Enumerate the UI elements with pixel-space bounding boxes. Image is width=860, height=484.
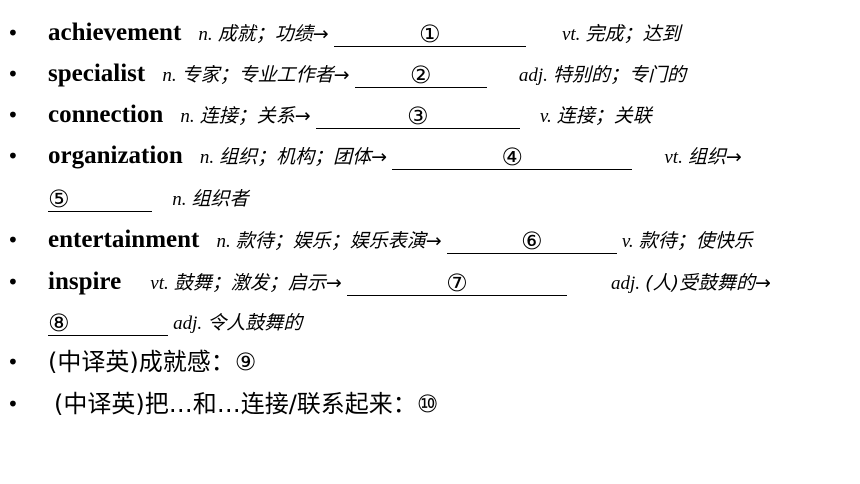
definition: 鼓舞；激发；启示→	[173, 272, 342, 294]
definition: 组织者	[191, 188, 249, 210]
vocab-word: organization	[48, 142, 183, 169]
bullet: •	[7, 350, 19, 374]
vocab-word: specialist	[48, 60, 146, 87]
part-of-speech: vt.	[561, 24, 581, 45]
part-of-speech: n.	[180, 106, 195, 127]
part-of-speech: n.	[198, 24, 213, 45]
answer-blank: ③	[315, 104, 520, 129]
vocab-word: connection	[48, 101, 164, 128]
definition: 完成；达到	[585, 23, 681, 45]
bullet: •	[7, 103, 19, 127]
definition: 款待；娱乐；娱乐表演→	[235, 230, 442, 252]
answer-blank: ①	[333, 22, 526, 47]
part-of-speech: vt.	[664, 147, 683, 168]
definition: 款待；使快乐	[638, 230, 753, 252]
definition: (人)受鼓舞的→	[645, 272, 771, 294]
vocab-word: achievement	[48, 19, 182, 46]
bullet: •	[7, 144, 19, 168]
part-of-speech: adj.	[173, 313, 203, 334]
answer-blank: ⑥	[446, 229, 617, 254]
definition: 组织；机构；团体→	[219, 146, 388, 168]
part-of-speech: n.	[172, 189, 187, 210]
part-of-speech: v.	[621, 231, 634, 252]
answer-blank: ②	[354, 63, 487, 88]
definition: 特别的；专门的	[552, 64, 686, 86]
translation-prompt: (中译英)成就感：⑨	[48, 348, 257, 376]
definition: 专家；专业工作者→	[181, 64, 350, 86]
bullet: •	[7, 21, 19, 45]
bullet: •	[7, 392, 19, 416]
definition: 组织→	[687, 146, 742, 168]
bullet: •	[7, 62, 19, 86]
definition: 令人鼓舞的	[207, 312, 303, 334]
part-of-speech: adj.	[518, 65, 548, 86]
translation-prompt: (中译英)把…和…连接/联系起来：⑩	[54, 390, 439, 418]
part-of-speech: v.	[539, 106, 552, 127]
vocab-word: inspire	[48, 268, 122, 295]
part-of-speech: n.	[199, 147, 215, 168]
definition: 连接；关联	[556, 105, 652, 127]
answer-blank: ⑧	[48, 311, 168, 336]
part-of-speech: n.	[162, 65, 177, 86]
part-of-speech: adj.	[611, 273, 641, 294]
part-of-speech: n.	[216, 231, 231, 252]
answer-blank: ⑦	[346, 271, 567, 296]
bullet: •	[7, 228, 19, 252]
answer-blank: ⑤	[48, 187, 152, 212]
answer-blank: ④	[392, 145, 633, 170]
bullet: •	[7, 270, 19, 294]
definition: 成就；功绩→	[217, 23, 329, 45]
part-of-speech: vt.	[150, 273, 169, 294]
definition: 连接；关系→	[199, 105, 311, 127]
vocab-word: entertainment	[48, 226, 200, 253]
